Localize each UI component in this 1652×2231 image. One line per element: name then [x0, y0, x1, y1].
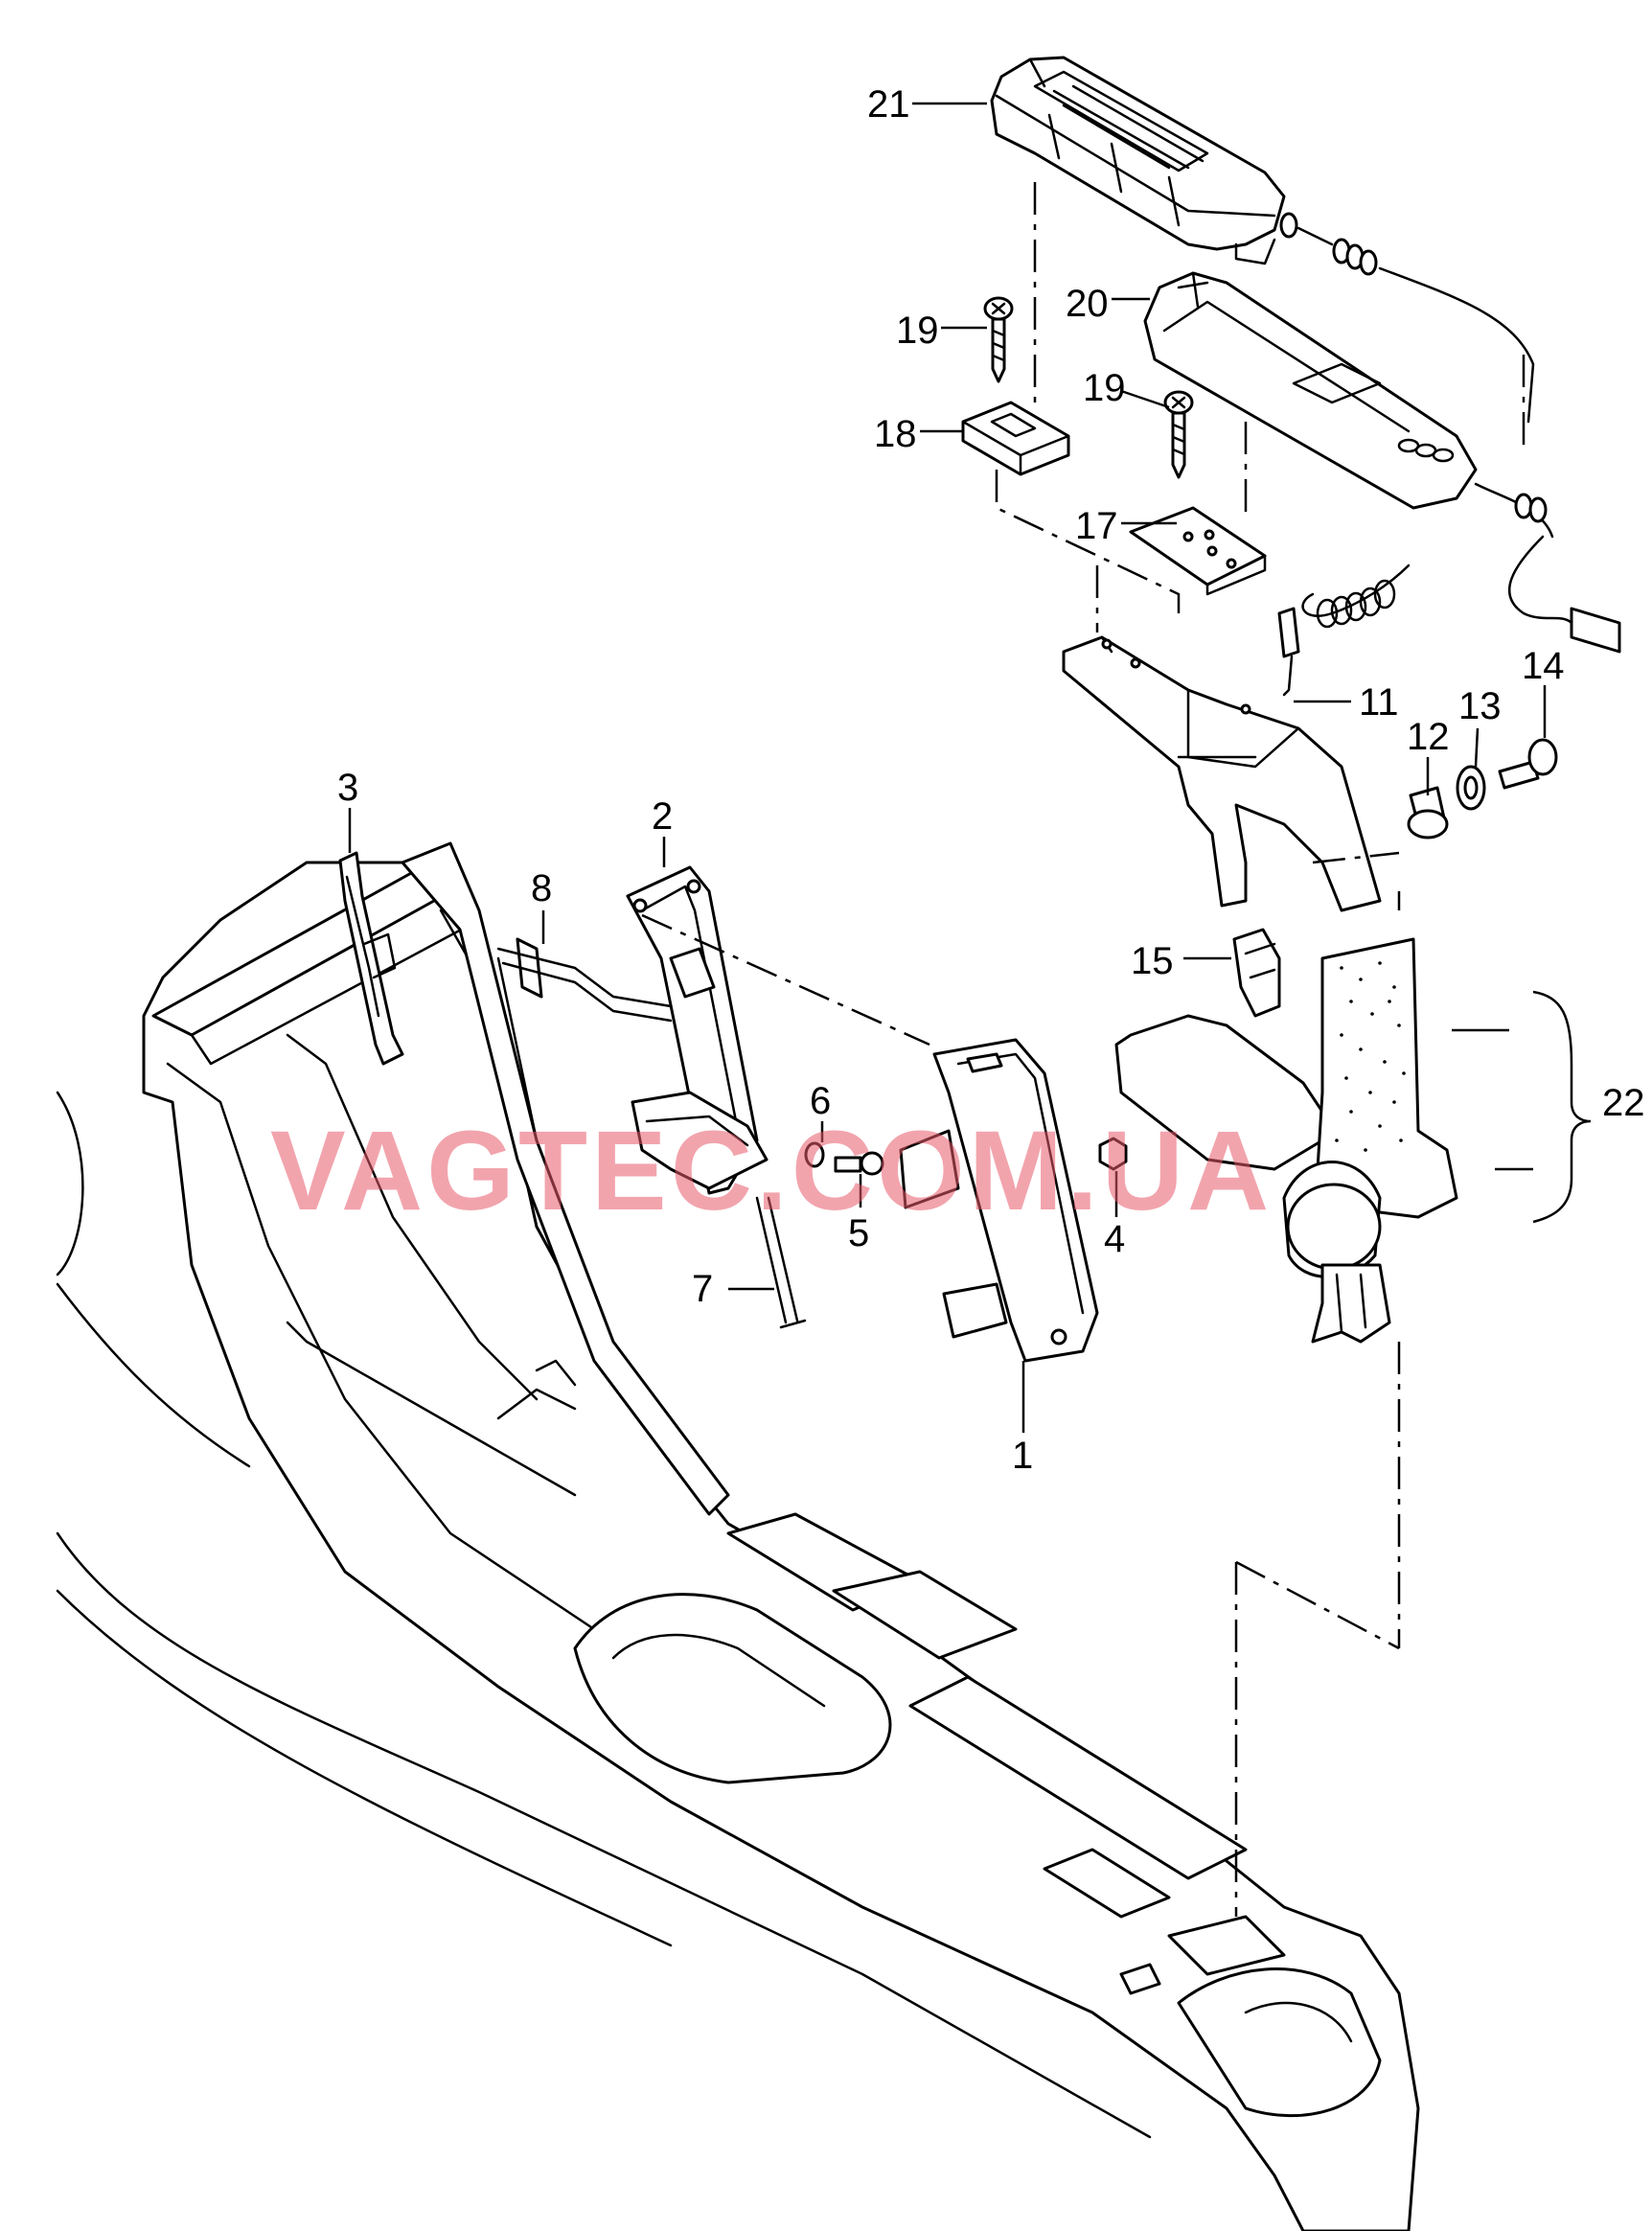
watermark: VAGTEC.COM.UA [270, 1108, 1273, 1234]
part-2-bracket [626, 865, 769, 1195]
part-15-clip [1232, 928, 1281, 1018]
part-7-rod [755, 1196, 807, 1329]
alignment-lines [641, 182, 1526, 1917]
callout-2: 2 [652, 795, 673, 838]
callout-19-upper: 19 [896, 310, 939, 352]
part-17-plate [1129, 506, 1267, 596]
center-console [56, 861, 1420, 2231]
part-22-armrest [1114, 937, 1458, 1344]
callout-labels: 21 20 19 19 18 17 11 12 13 14 15 22 3 2 … [337, 83, 1645, 1477]
part-11-bracket [1062, 635, 1382, 912]
callout-19-lower: 19 [1083, 367, 1126, 409]
callout-18: 18 [874, 413, 917, 455]
part-20-cradle [1143, 271, 1621, 654]
part-1-cover-plate [899, 1038, 1099, 1363]
callout-20: 20 [1066, 283, 1109, 325]
part-3-bracket [338, 851, 404, 1066]
callout-8: 8 [531, 867, 552, 909]
callout-17: 17 [1075, 505, 1118, 547]
part-19-screw-lower [1163, 390, 1194, 479]
part-8-side-panel [401, 841, 730, 1516]
callout-5: 5 [848, 1212, 869, 1254]
callout-6: 6 [810, 1080, 831, 1122]
part-21-handset [990, 56, 1535, 697]
callout-13: 13 [1458, 685, 1502, 727]
callout-4: 4 [1104, 1218, 1125, 1260]
part-19-screw-upper [983, 296, 1014, 383]
part-18-bushing [961, 401, 1070, 476]
callout-14: 14 [1522, 645, 1565, 687]
callout-22: 22 [1602, 1082, 1645, 1124]
callout-3: 3 [337, 767, 358, 809]
part-12-cap [1407, 786, 1449, 840]
callout-1: 1 [1012, 1435, 1033, 1477]
callout-7: 7 [692, 1268, 713, 1310]
callout-21: 21 [867, 83, 910, 126]
leader-lines [348, 102, 1592, 1433]
callout-15: 15 [1131, 940, 1174, 982]
part-14-bolt [1498, 738, 1558, 790]
part-13-washer [1456, 765, 1486, 811]
callout-11: 11 [1359, 681, 1399, 724]
small-fasteners [804, 1137, 1128, 1176]
callout-12: 12 [1407, 716, 1450, 758]
